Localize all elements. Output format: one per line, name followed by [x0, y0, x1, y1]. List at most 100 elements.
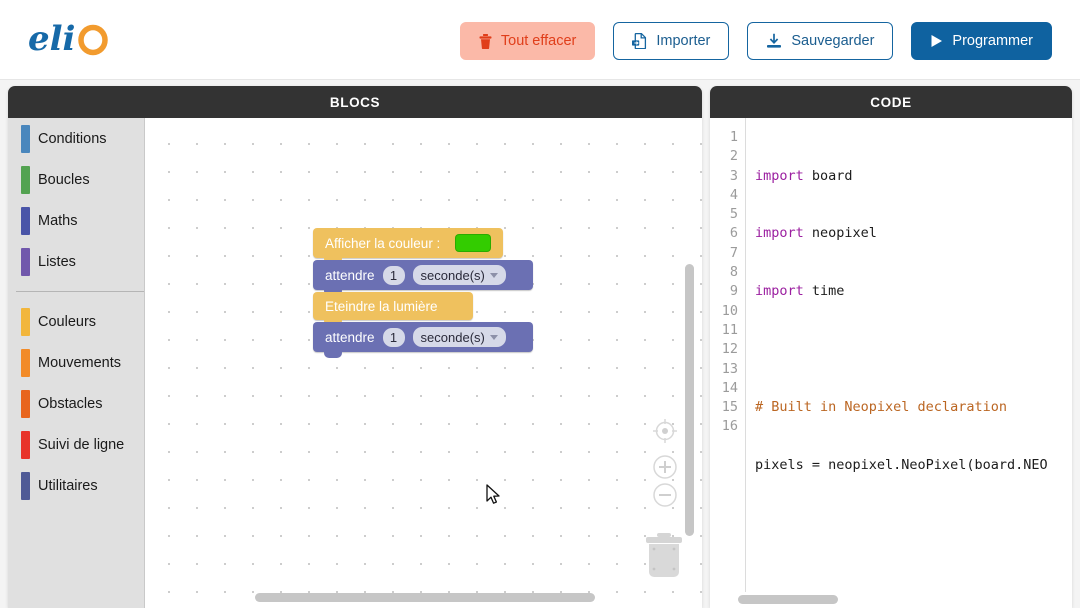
- sidebar-item-utilitaires[interactable]: Utilitaires: [8, 465, 144, 506]
- line-number: 1: [729, 129, 738, 145]
- wait-unit-label: seconde(s): [420, 329, 485, 345]
- code-line: import time: [755, 283, 845, 300]
- code-line: [755, 514, 1072, 533]
- block-eteindre-la-lumiere[interactable]: Eteindre la lumière: [313, 292, 473, 326]
- sidebar-item-boucles[interactable]: Boucles: [8, 159, 144, 200]
- code-scroll-area[interactable]: 1 2 3 4 5 6 7 8 9 10 11 12 13 14 15 16: [710, 118, 1072, 592]
- line-number: 13: [721, 360, 738, 377]
- sidebar-item-label: Obstacles: [38, 395, 103, 412]
- block-attendre-1[interactable]: attendre 1 seconde(s): [313, 260, 533, 296]
- line-number: 4: [729, 186, 738, 203]
- blocks-panel: BLOCS Conditions Boucles Maths: [8, 86, 702, 608]
- code-gutter: 1 2 3 4 5 6 7 8 9 10 11 12 13 14 15 16: [710, 118, 746, 592]
- center-target-icon[interactable]: [652, 418, 678, 449]
- code-line: import board: [755, 167, 853, 184]
- category-color-bar: [21, 349, 30, 377]
- sidebar-item-label: Maths: [38, 212, 78, 229]
- clear-all-label: Tout effacer: [500, 33, 577, 49]
- code-line: # Built in Neopixel declaration: [755, 398, 1072, 417]
- code-panel-title: CODE: [710, 86, 1072, 118]
- category-color-bar: [21, 431, 30, 459]
- chevron-down-icon: [489, 334, 498, 340]
- line-number: 8: [729, 264, 738, 281]
- sidebar-item-label: Couleurs: [38, 313, 97, 330]
- block-attendre-2[interactable]: attendre 1 seconde(s): [313, 322, 533, 358]
- wait-value-input[interactable]: 1: [382, 327, 405, 347]
- code-panel: CODE 1 2 3 4 5 6 7 8 9 10 11 12 13 14: [710, 86, 1072, 608]
- zoom-in-icon[interactable]: [652, 454, 678, 485]
- line-number: 2: [729, 148, 738, 165]
- wait-unit-dropdown[interactable]: seconde(s): [412, 265, 506, 285]
- line-number: 14: [721, 379, 738, 396]
- import-label: Importer: [656, 33, 711, 49]
- save-button[interactable]: Sauvegarder: [747, 22, 894, 60]
- category-color-bar: [21, 472, 30, 500]
- category-color-bar: [21, 166, 30, 194]
- wait-value-input[interactable]: 1: [382, 265, 405, 285]
- code-line: [755, 340, 1072, 359]
- block-afficher-la-couleur[interactable]: Afficher la couleur :: [313, 228, 503, 264]
- sidebar-item-suivi-de-ligne[interactable]: Suivi de ligne: [8, 424, 144, 465]
- line-number: 5: [729, 206, 738, 223]
- line-number: 3: [729, 167, 738, 184]
- block-label: Afficher la couleur :: [325, 235, 441, 251]
- blocks-category-sidebar: Conditions Boucles Maths Listes C: [8, 118, 145, 608]
- sidebar-item-conditions[interactable]: Conditions: [8, 118, 144, 159]
- sidebar-item-maths[interactable]: Maths: [8, 200, 144, 241]
- line-number: 16: [721, 418, 738, 435]
- code-body: 1 2 3 4 5 6 7 8 9 10 11 12 13 14 15 16: [710, 118, 1072, 608]
- code-text[interactable]: import board import neopixel import time…: [746, 118, 1072, 592]
- file-import-icon: [632, 33, 647, 49]
- sidebar-item-label: Boucles: [38, 171, 90, 188]
- line-number: 15: [721, 399, 738, 416]
- block-label: attendre: [325, 267, 375, 283]
- sidebar-item-obstacles[interactable]: Obstacles: [8, 383, 144, 424]
- block-label: Eteindre la lumière: [325, 298, 438, 314]
- chevron-down-icon: [489, 272, 498, 278]
- block-stack[interactable]: Afficher la couleur : attendre 1 seconde…: [313, 228, 533, 358]
- category-color-bar: [21, 390, 30, 418]
- line-number: 7: [729, 244, 738, 261]
- elio-logo[interactable]: eli: [28, 16, 118, 64]
- block-label: attendre: [325, 329, 375, 345]
- sidebar-item-label: Mouvements: [38, 354, 122, 371]
- sidebar-item-listes[interactable]: Listes: [8, 241, 144, 282]
- sidebar-item-couleurs[interactable]: Couleurs: [8, 301, 144, 342]
- blocks-panel-title: BLOCS: [8, 86, 702, 118]
- line-number: 9: [729, 283, 738, 300]
- trash-icon: [479, 33, 492, 49]
- sidebar-divider: [16, 291, 144, 292]
- code-horizontal-scrollbar[interactable]: [738, 595, 838, 604]
- program-label: Programmer: [952, 33, 1033, 49]
- line-number: 6: [729, 225, 738, 242]
- sidebar-item-mouvements[interactable]: Mouvements: [8, 342, 144, 383]
- wait-unit-dropdown[interactable]: seconde(s): [412, 327, 506, 347]
- canvas-vertical-scrollbar[interactable]: [685, 264, 694, 536]
- code-comment: # Built in Neopixel declaration: [755, 399, 1007, 416]
- sidebar-item-label: Suivi de ligne: [38, 436, 125, 453]
- line-number: 12: [721, 341, 738, 358]
- workspace: BLOCS Conditions Boucles Maths: [0, 80, 1080, 608]
- code-line: import neopixel: [755, 225, 877, 242]
- program-button[interactable]: Programmer: [911, 22, 1052, 60]
- category-color-bar: [21, 308, 30, 336]
- line-number: 10: [721, 302, 738, 319]
- blocks-canvas[interactable]: Afficher la couleur : attendre 1 seconde…: [145, 118, 702, 608]
- import-button[interactable]: Importer: [613, 22, 730, 60]
- toolbar: Tout effacer Importer Sauvegarder: [459, 22, 1052, 60]
- category-color-bar: [21, 248, 30, 276]
- category-color-bar: [21, 125, 30, 153]
- zoom-out-icon[interactable]: [652, 482, 678, 513]
- code-line: [755, 572, 1072, 591]
- mouse-cursor: [486, 484, 502, 511]
- download-icon: [766, 33, 782, 49]
- top-bar: eli Tout effacer: [0, 0, 1080, 80]
- svg-text:eli: eli: [28, 19, 75, 59]
- trash-icon[interactable]: [644, 533, 684, 584]
- wait-unit-label: seconde(s): [420, 267, 485, 283]
- colour-swatch[interactable]: [455, 234, 491, 252]
- canvas-horizontal-scrollbar[interactable]: [255, 593, 595, 602]
- code-line: pixels = neopixel.NeoPixel(board.NEO: [755, 457, 1048, 474]
- clear-all-button[interactable]: Tout effacer: [459, 22, 596, 60]
- block-notch: [324, 351, 342, 358]
